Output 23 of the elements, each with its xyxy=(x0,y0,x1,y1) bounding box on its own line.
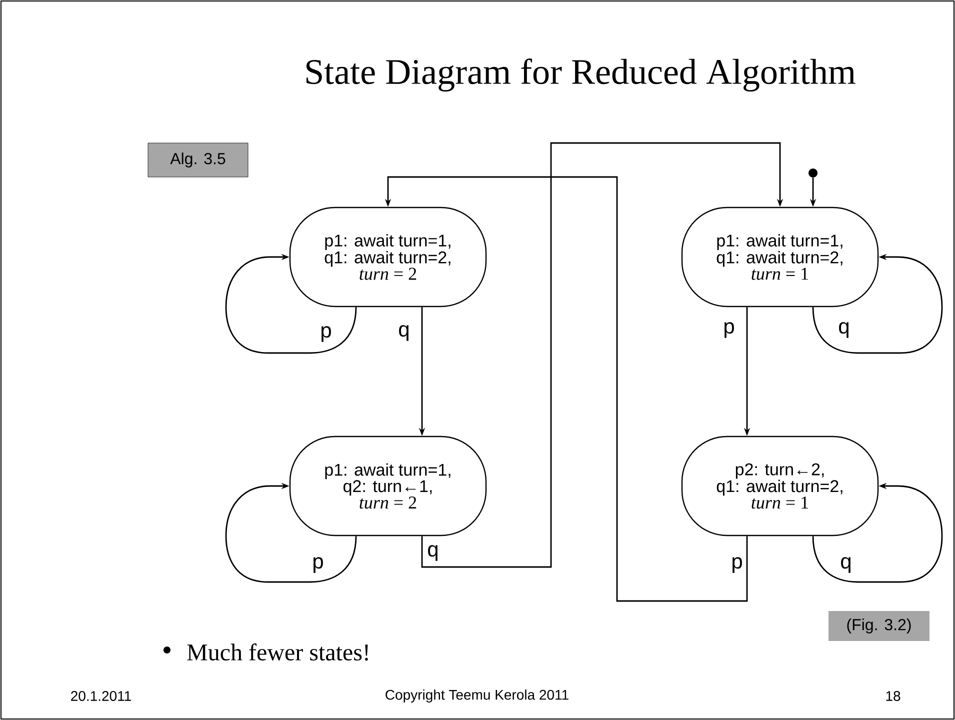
page-number: 18 xyxy=(886,691,900,701)
bullet-text: Much fewer states! xyxy=(187,643,368,661)
edge-label: q xyxy=(839,322,848,338)
edge-label: q xyxy=(428,545,438,561)
edge-label: p xyxy=(724,322,734,338)
state-box: p1: await turn=1, q1: await turn=2, turn = 2 xyxy=(289,206,487,308)
initial-dot xyxy=(808,168,818,178)
footer-copyright: Copyright Teemu Kerola 2011 xyxy=(386,689,568,703)
footer-date: 20.1.2011 xyxy=(71,691,131,701)
edge-label: p xyxy=(732,557,742,573)
edge-label: q xyxy=(841,557,850,573)
fig-tag: (Fig. 3.2) xyxy=(828,611,930,641)
state-box: p1: await turn=1, q1: await turn=2, turn = 1 xyxy=(681,206,879,308)
transition-arrow xyxy=(225,254,357,354)
edge-label: p xyxy=(314,557,323,573)
alg-tag: Alg. 3.5 xyxy=(148,142,248,178)
state-box: p2: turn←2, q1: await turn=2, turn = 1 xyxy=(681,436,879,536)
transition-arrow xyxy=(225,482,357,583)
edge-label: p xyxy=(322,326,331,342)
transition-arrow xyxy=(421,142,784,568)
slide-title: State Diagram for Reduced Algorithm xyxy=(306,58,856,92)
edge-label: q xyxy=(399,325,408,341)
state-box: p1: await turn=1, q2: turn←1, turn = 2 xyxy=(289,436,487,536)
